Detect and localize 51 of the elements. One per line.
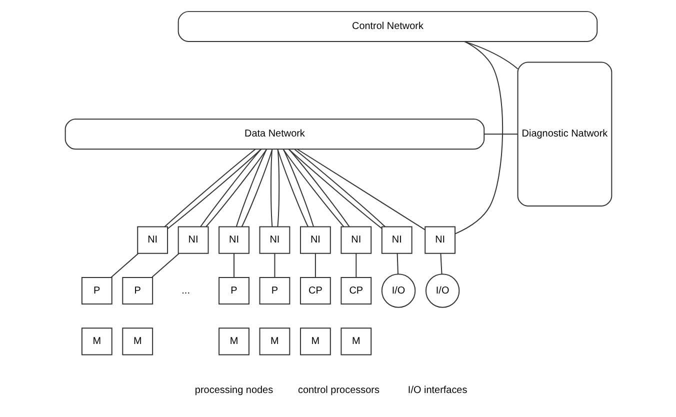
node-box: NI [258,226,290,254]
node-box: Control Network [177,11,598,42]
connector [483,134,518,135]
connector [274,253,275,278]
node-circle: I/O [424,274,460,308]
node-box: NI [299,226,330,254]
connector [314,253,316,278]
node-box: M [340,328,372,356]
connector [233,253,234,278]
node-box: M [258,328,290,356]
label: I/O interfaces [407,385,467,396]
connector [205,148,267,228]
label: processing nodes [194,385,273,396]
node-box: NI [136,226,168,254]
connector [276,148,308,228]
connector [235,148,266,228]
node-box: NI [340,226,372,254]
node-box: Data Network [64,118,484,150]
connector [151,253,179,278]
connector [454,41,503,234]
connector [396,253,398,274]
connector [200,148,261,228]
connector [463,41,518,70]
node-box: NI [424,226,456,254]
connector [355,253,356,278]
connector [276,148,280,228]
node-box: NI [380,226,412,254]
connector [282,148,344,228]
node-box: NI [177,226,208,254]
node-box: M [218,328,249,356]
node-box: P [218,276,249,305]
node-box: P [258,276,290,305]
node-box: P [122,276,153,305]
connector [270,148,272,228]
node-box: M [80,328,112,356]
node-box: M [122,328,153,356]
node-box: Diagnostic Natwork [516,62,612,206]
node-box: CP [340,276,372,305]
node-box: M [299,328,330,356]
connector [282,148,314,228]
label: ... [181,285,190,296]
node-box: NI [218,226,249,254]
connector [288,148,350,228]
connector [296,148,426,230]
node-box: CP [299,276,330,305]
connector [110,253,138,278]
connector [240,148,272,228]
node-circle: I/O [380,274,416,308]
label: control processors [297,385,379,396]
connector [440,253,442,274]
node-box: P [80,276,112,305]
